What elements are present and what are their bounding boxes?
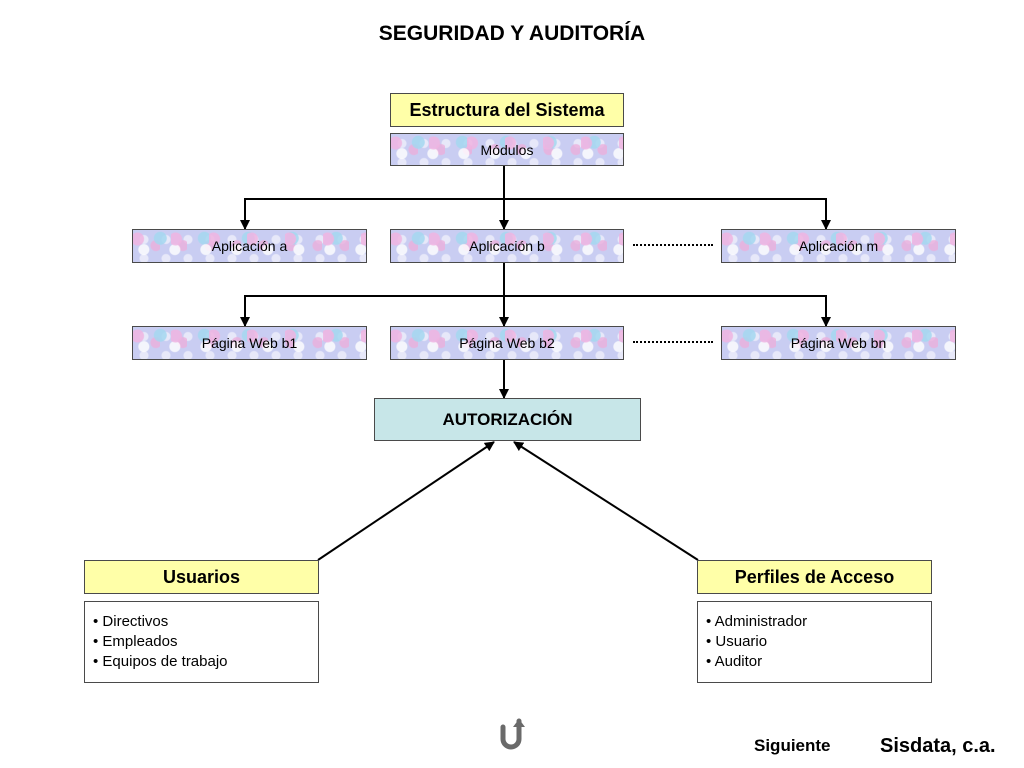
list-item: • Administrador bbox=[706, 613, 808, 630]
list-item: • Equipos de trabajo bbox=[93, 653, 228, 670]
system-structure-header: Estructura del Sistema bbox=[390, 93, 624, 127]
users-list: • Directivos • Empleados • Equipos de tr… bbox=[84, 601, 319, 683]
ellipsis-dots-applications bbox=[633, 244, 713, 246]
users-header: Usuarios bbox=[84, 560, 319, 594]
list-item: • Empleados bbox=[93, 633, 178, 650]
modules-box: Módulos bbox=[390, 133, 624, 166]
brand-logo: Sisdata, c.a. bbox=[880, 735, 996, 757]
application-a-box: Aplicación a bbox=[132, 229, 367, 263]
access-profiles-header: Perfiles de Acceso bbox=[697, 560, 932, 594]
web-page-b2-box: Página Web b2 bbox=[390, 326, 624, 360]
list-item: • Directivos bbox=[93, 613, 169, 630]
web-page-bn-box: Página Web bn bbox=[721, 326, 956, 360]
authorization-box: AUTORIZACIÓN bbox=[374, 398, 641, 441]
application-b-box: Aplicación b bbox=[390, 229, 624, 263]
next-button[interactable]: Siguiente bbox=[754, 736, 831, 755]
list-item: • Auditor bbox=[706, 653, 763, 670]
access-profiles-list: • Administrador • Usuario • Auditor bbox=[697, 601, 932, 683]
list-item: • Usuario bbox=[706, 633, 768, 650]
application-m-box: Aplicación m bbox=[721, 229, 956, 263]
web-page-b1-box: Página Web b1 bbox=[132, 326, 367, 360]
u-turn-arrow-icon[interactable] bbox=[495, 715, 529, 751]
page-title: SEGURIDAD Y AUDITORÍA bbox=[378, 22, 646, 45]
ellipsis-dots-web-pages bbox=[633, 341, 713, 343]
